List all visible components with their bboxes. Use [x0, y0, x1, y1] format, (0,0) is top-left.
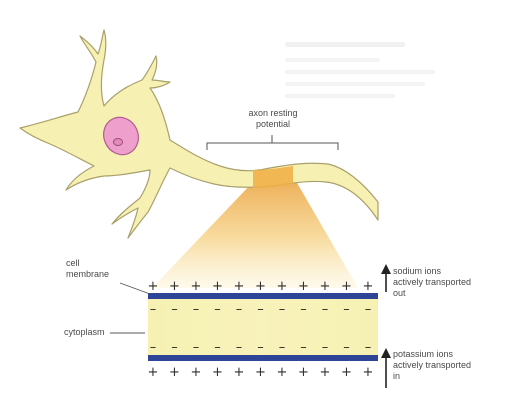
positive-charge-sign: + [255, 365, 266, 380]
negative-charge-sign: – [300, 340, 307, 355]
axon-bracket [207, 135, 338, 150]
negative-charge-sign: – [193, 302, 200, 317]
positive-charge-sign: + [298, 365, 309, 380]
negative-charge-sign: – [214, 340, 221, 355]
positive-charge-sign: + [298, 279, 309, 294]
positive-charge-sign: + [169, 279, 180, 294]
positive-charge-sign: + [320, 365, 331, 380]
potassium-ions-label: potassium ions actively transported in [393, 349, 471, 382]
sodium-ions-label: sodium ions actively transported out [393, 266, 471, 299]
cytoplasm-label: cytoplasm [64, 327, 105, 338]
negative-charge-sign: – [193, 340, 200, 355]
positive-charge-sign: + [363, 365, 374, 380]
positive-charge-sign: + [212, 365, 223, 380]
potassium-arrow [381, 348, 391, 388]
axon-segment-highlight [253, 166, 293, 188]
positive-charge-sign: + [169, 365, 180, 380]
negative-charge-sign: – [343, 340, 350, 355]
negative-charge-sign: – [365, 302, 372, 317]
negative-charge-sign: – [322, 302, 329, 317]
inner-membrane [148, 355, 378, 361]
positive-charge-sign: + [320, 279, 331, 294]
sodium-arrow [381, 264, 391, 292]
positive-charge-sign: + [341, 279, 352, 294]
positive-charge-sign: + [191, 365, 202, 380]
cell-membrane-label: cell membrane [66, 258, 109, 280]
positive-charge-sign: + [212, 279, 223, 294]
negative-charge-sign: – [150, 340, 157, 355]
faded-background-text [285, 42, 435, 98]
negative-charge-sign: – [236, 340, 243, 355]
zoom-cone [152, 176, 358, 288]
positive-charge-sign: + [191, 279, 202, 294]
negative-charge-sign: – [300, 302, 307, 317]
positive-charge-sign: + [277, 279, 288, 294]
positive-charge-sign: + [234, 365, 245, 380]
nucleolus [114, 139, 123, 146]
negative-charge-sign: – [343, 302, 350, 317]
negative-charge-sign: – [171, 340, 178, 355]
outer-positive-charge-row-bottom: + + + + + + + + + + + [148, 365, 374, 380]
negative-charge-sign: – [322, 340, 329, 355]
negative-charge-sign: – [236, 302, 243, 317]
negative-charge-sign: – [279, 340, 286, 355]
positive-charge-sign: + [148, 279, 159, 294]
positive-charge-sign: + [148, 365, 159, 380]
negative-charge-sign: – [257, 302, 264, 317]
negative-charge-sign: – [214, 302, 221, 317]
negative-charge-sign: – [279, 302, 286, 317]
negative-charge-sign: – [257, 340, 264, 355]
positive-charge-sign: + [255, 279, 266, 294]
negative-charge-sign: – [171, 302, 178, 317]
negative-charge-sign: – [365, 340, 372, 355]
axon-label: axon resting potential [236, 108, 310, 130]
positive-charge-sign: + [277, 365, 288, 380]
cell-membrane-pointer [120, 283, 150, 294]
negative-charge-sign: – [150, 302, 157, 317]
positive-charge-sign: + [363, 279, 374, 294]
positive-charge-sign: + [341, 365, 352, 380]
positive-charge-sign: + [234, 279, 245, 294]
